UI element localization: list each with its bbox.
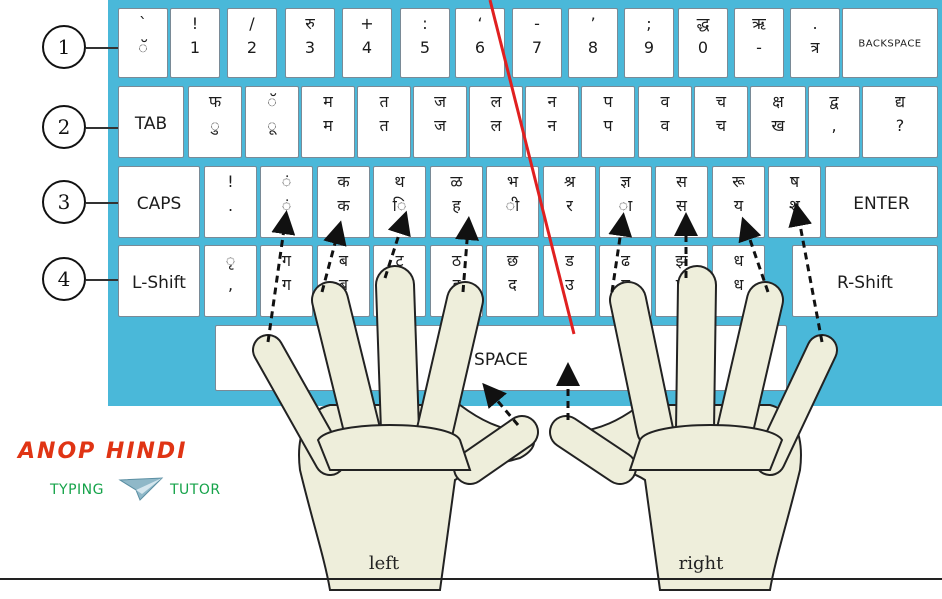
arrow-left-thumb (490, 392, 518, 425)
right-hand-palm-top (630, 425, 782, 470)
logo-typing: TYPING (50, 482, 104, 498)
arrow-right-pinky (798, 214, 822, 342)
left-hand-palm-top (318, 425, 470, 470)
arrow-left-pinky (268, 222, 285, 342)
right-hand-label: right (679, 553, 724, 574)
logo-tutor: TUTOR (170, 482, 221, 498)
arrow-right-index (612, 224, 622, 292)
bottom-rule (0, 578, 942, 580)
finger-divider-line (490, 0, 574, 334)
left-hand-label: left (369, 553, 400, 574)
logo-brand: ANOP HINDI (18, 439, 187, 464)
left-middle-finger (395, 285, 400, 430)
right-middle-finger (695, 285, 697, 430)
paper-plane-icon (118, 476, 164, 502)
